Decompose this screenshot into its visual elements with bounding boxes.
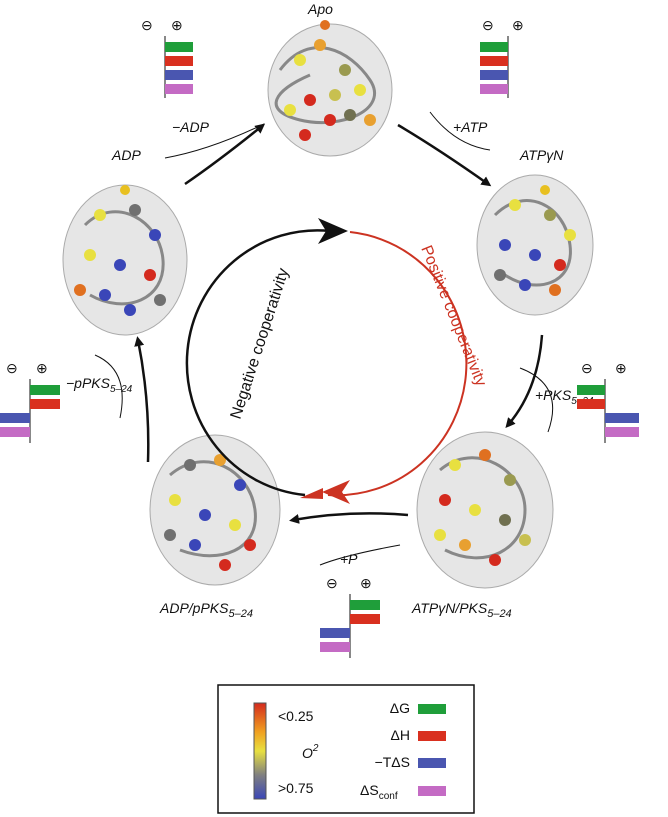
legend-dh-swatch [418,731,446,741]
state-label-adp: ADP [111,147,141,163]
plus-sign: ⊕ [36,360,48,376]
transition-add-atp: +ATP [397,111,492,187]
transition-add-pks: +PKS5–24 [505,334,594,433]
transition-label-remove-ppks: −pPKS5–24 [66,375,133,395]
legend-dsconf-swatch [418,786,446,796]
thermo-bars-top-left: ⊖ ⊕ [141,17,193,98]
transition-label-remove-adp: −ADP [172,119,210,135]
state-label-atp: ATPγN [519,147,564,163]
transition-remove-ppks: −pPKS5–24 [66,336,150,463]
transition-label-add-atp: +ATP [453,119,488,135]
colorbar-low-label: <0.25 [278,708,314,724]
protein-adp-ppks [149,434,281,586]
legend-dh-label: ΔH [391,727,410,743]
negative-arc [185,229,331,497]
thermo-bars-left: ⊖ ⊕ [0,360,60,443]
o2-colorbar [253,702,267,800]
state-label-atp-pks: ATPγN/PKS5–24 [411,600,512,620]
state-label-apo: Apo [307,1,333,17]
protein-atp [476,174,594,316]
transition-label-add-p: +P [340,551,358,567]
thermo-bars-bottom: ⊖ ⊕ [320,575,380,658]
negative-cooperativity-label: Negative cooperativity [228,266,293,421]
minus-sign: ⊖ [326,575,338,591]
minus-sign: ⊖ [6,360,18,376]
colorbar-high-label: >0.75 [278,780,314,796]
minus-sign: ⊖ [581,360,593,376]
state-label-adp-ppks: ADP/pPKS5–24 [159,600,253,620]
legend: <0.25 >0.75 O2 ΔG ΔH −TΔS ΔSconf [217,684,475,814]
plus-sign: ⊕ [512,17,524,33]
colorbar-title: O2 [302,743,319,761]
legend-dg-label: ΔG [390,700,410,716]
transition-remove-adp: −ADP [164,119,266,186]
negative-arrowhead [318,218,348,244]
minus-sign: ⊖ [482,17,494,33]
protein-adp [62,184,188,336]
protein-apo [267,20,393,157]
legend-tds-swatch [418,758,446,768]
legend-dg-swatch [418,704,446,714]
positive-arrowhead-main [322,480,350,504]
plus-sign: ⊕ [615,360,627,376]
minus-sign: ⊖ [141,17,153,33]
transition-add-p: +P [289,512,409,567]
thermo-bars-right: ⊖ ⊕ [577,360,639,443]
thermo-bars-top-right: ⊖ ⊕ [480,17,524,98]
positive-cooperativity-label: Positive cooperativity [417,243,489,389]
legend-dsconf-label: ΔSconf [360,782,398,802]
legend-tds-label: −TΔS [375,754,410,770]
plus-sign: ⊕ [360,575,372,591]
positive-arrowhead [300,488,323,499]
plus-sign: ⊕ [171,17,183,33]
positive-arc [327,231,468,497]
protein-atp-pks [416,431,554,589]
